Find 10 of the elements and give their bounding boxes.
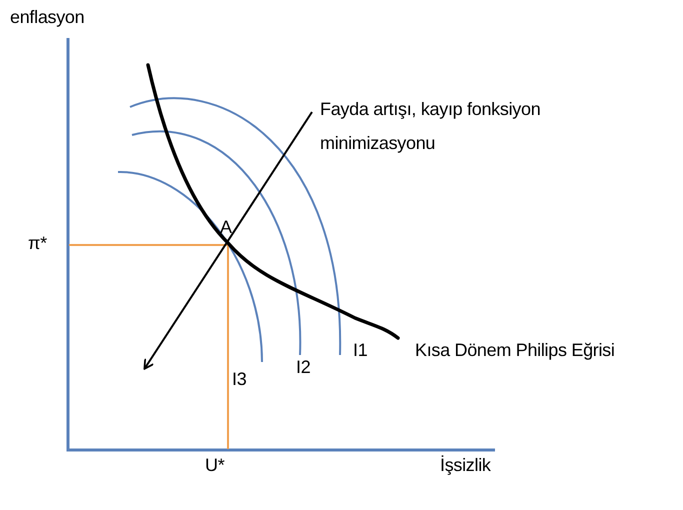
curve-label: Kısa Dönem Philips Eğrisi [415, 339, 615, 362]
curve-label: I2 [296, 356, 310, 379]
axis-tick-label: U* [205, 454, 224, 477]
curve-label: I3 [232, 368, 246, 391]
axis-tick-label: π* [28, 232, 47, 255]
point-label: A [220, 216, 232, 239]
axis-title: enflasyon [10, 6, 84, 29]
axis-title: İşsizlik [440, 454, 491, 477]
curve-label: I1 [353, 339, 368, 362]
direction-note: Fayda artışı, kayıp fonksiyon minimizasyonu [320, 98, 542, 156]
